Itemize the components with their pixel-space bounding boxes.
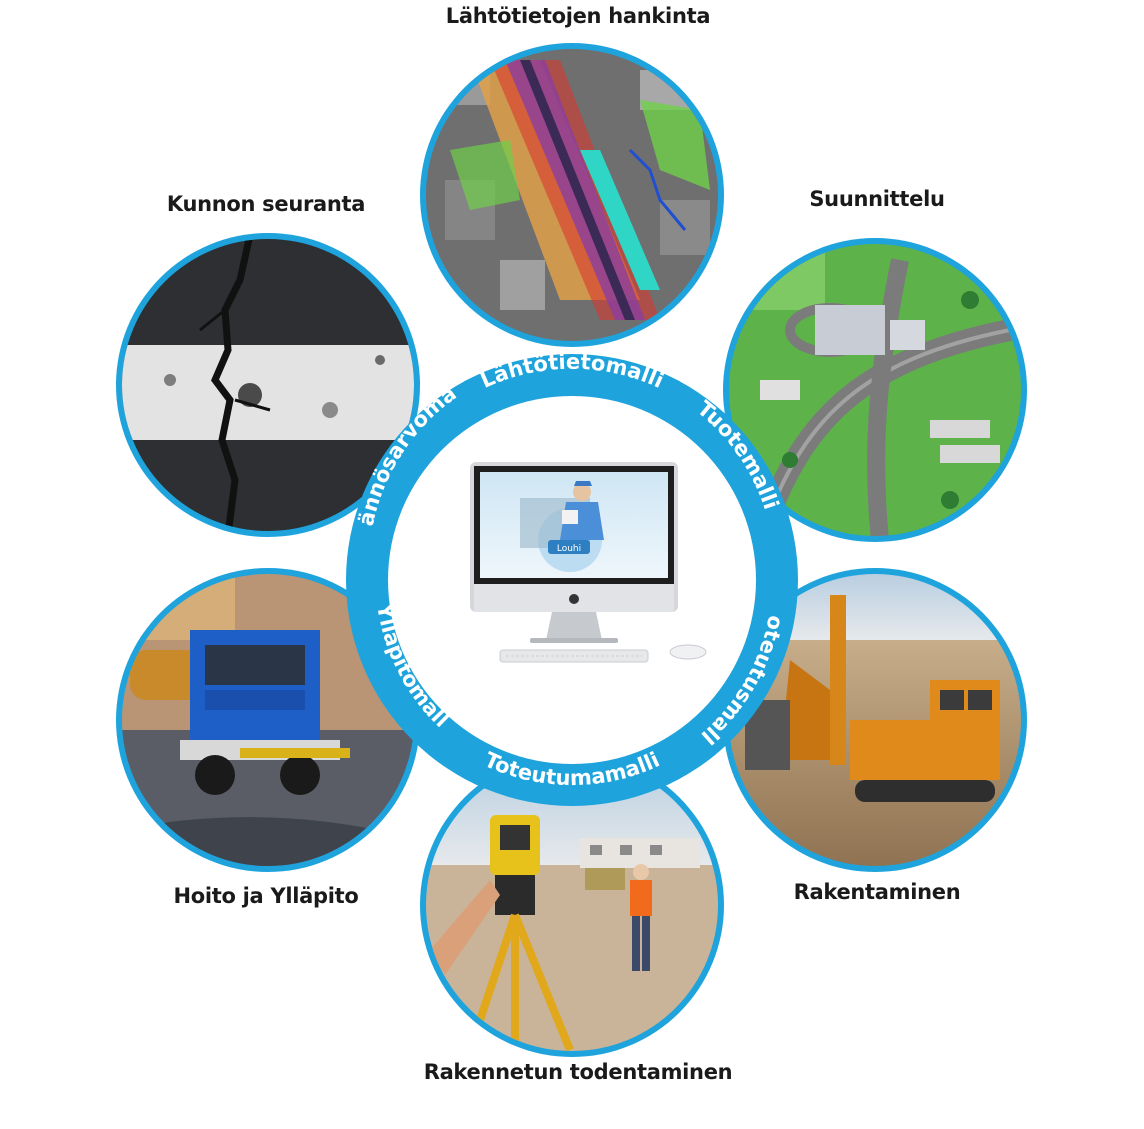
stage-label-bottom: Rakennetun todentaminen [423, 1060, 733, 1084]
stage-label-bottom-left: Hoito ja Ylläpito [173, 884, 359, 908]
keyboard-icon [499, 649, 649, 663]
stage-photo-bottom [420, 753, 724, 1057]
stage-photo-top-right [723, 238, 1027, 542]
stage-photo-top [420, 43, 724, 347]
louhi-logo: Louhi [557, 544, 581, 554]
stage-label-bottom-right: Rakentaminen [793, 880, 961, 904]
stage-photo-bottom-right [723, 568, 1027, 872]
stage-label-top-right: Suunnittelu [809, 187, 945, 211]
stage-label-top: Lähtötietojen hankinta [445, 4, 711, 28]
mouse-icon [669, 644, 707, 660]
stage-label-top-left: Kunnon seuranta [166, 192, 366, 216]
apple-logo-icon [569, 594, 579, 604]
stage-photo-top-left [116, 233, 420, 537]
computer-illustration: Louhi [470, 462, 707, 663]
